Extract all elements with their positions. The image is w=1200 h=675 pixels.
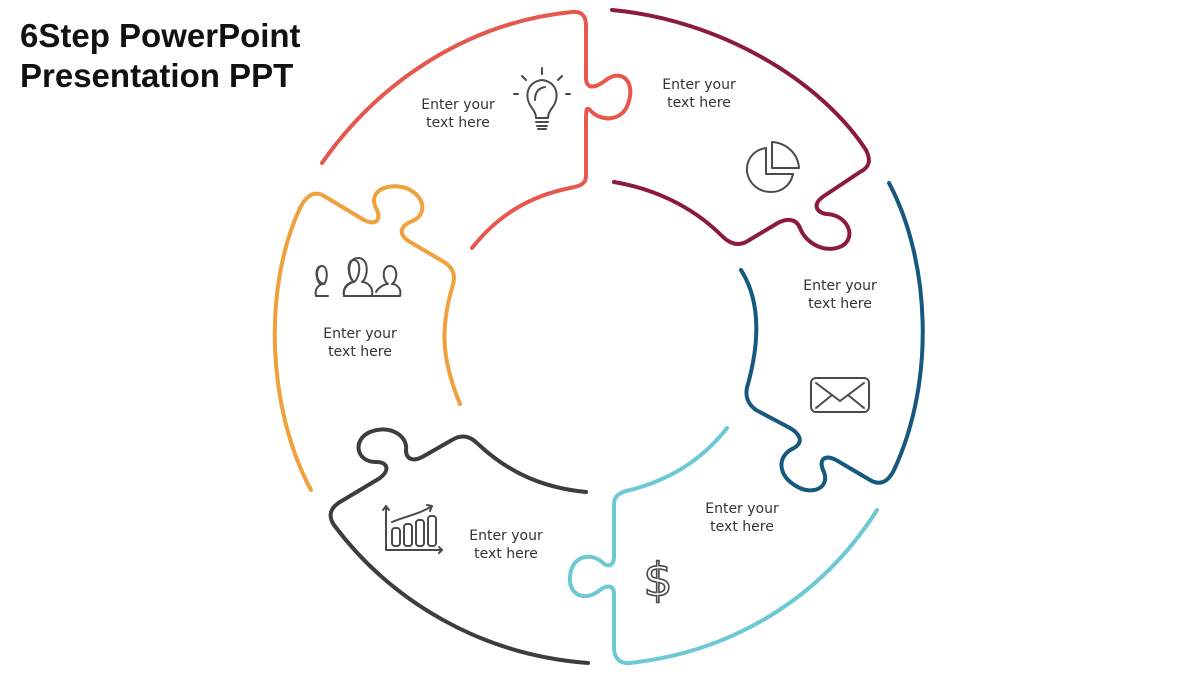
step-3-label: Enter your text here: [780, 277, 900, 313]
puzzle-piece-step-2: [610, 8, 871, 251]
step-4-text-line-1: Enter your: [705, 501, 779, 517]
step-2-text-line-1: Enter your: [662, 77, 736, 93]
dollar-icon: $: [643, 552, 674, 608]
step-4-text-line-2: text here: [710, 519, 774, 535]
puzzle-piece-step-4: [567, 426, 879, 666]
step-6-label: Enter your text here: [300, 325, 420, 361]
title-line-2: Presentation PPT: [20, 57, 294, 94]
pie-chart-icon: [745, 141, 800, 193]
step-1-text-line-2: text here: [426, 115, 490, 131]
step-5-text-line-1: Enter your: [469, 528, 543, 544]
step-6-text-line-1: Enter your: [323, 326, 397, 342]
step-3-text-line-1: Enter your: [803, 278, 877, 294]
step-5-text-line-2: text here: [474, 546, 538, 562]
svg-text:$: $: [643, 553, 672, 607]
step-1-text-line-1: Enter your: [421, 97, 495, 113]
step-4-label: Enter your text here: [682, 500, 802, 536]
people-icon: [314, 257, 402, 297]
step-2-text-line-2: text here: [667, 95, 731, 111]
puzzle-piece-step-6: [272, 184, 462, 492]
step-3-text-line-2: text here: [808, 296, 872, 312]
bar-chart-icon: [382, 504, 443, 554]
puzzle-piece-step-1: [320, 9, 633, 250]
step-5-label: Enter your text here: [446, 527, 566, 563]
slide-title: 6Step PowerPoint Presentation PPT: [20, 16, 301, 96]
puzzle-piece-step-5: [328, 427, 590, 665]
envelope-icon: [810, 377, 870, 413]
puzzle-piece-step-3: [739, 181, 925, 493]
step-2-label: Enter your text here: [639, 76, 759, 112]
title-line-1: 6Step PowerPoint: [20, 17, 301, 54]
step-1-label: Enter your text here: [398, 96, 518, 132]
step-6-text-line-2: text here: [328, 344, 392, 360]
lightbulb-icon: [513, 67, 571, 130]
